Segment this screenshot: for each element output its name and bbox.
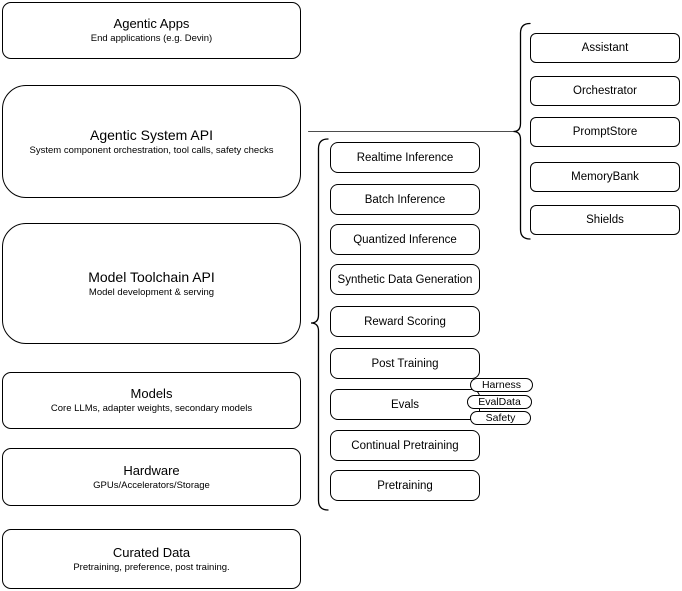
node-memorybank: MemoryBank <box>530 162 680 192</box>
tag-safety: Safety <box>470 411 531 425</box>
node-continual-pretraining: Continual Pretraining <box>330 430 480 461</box>
node-curated-data: Curated Data Pretraining, preference, po… <box>2 529 301 589</box>
middle-brace <box>310 138 329 511</box>
node-assistant: Assistant <box>530 33 680 63</box>
node-title: Curated Data <box>112 544 191 560</box>
node-label: Assistant <box>581 42 629 54</box>
tag-label: Harness <box>481 379 522 391</box>
node-realtime-inference: Realtime Inference <box>330 142 480 173</box>
node-title: Agentic System API <box>90 126 213 143</box>
node-label: Batch Inference <box>364 193 446 206</box>
node-label: Realtime Inference <box>356 151 454 164</box>
node-subtitle: Model development & serving <box>88 286 215 298</box>
node-post-training: Post Training <box>330 348 480 379</box>
node-batch-inference: Batch Inference <box>330 184 480 215</box>
node-promptstore: PromptStore <box>530 117 680 147</box>
node-label: Quantized Inference <box>353 233 457 246</box>
node-pretraining: Pretraining <box>330 470 480 501</box>
node-label: MemoryBank <box>571 171 639 183</box>
node-title: Models <box>130 386 173 401</box>
right-brace <box>513 22 531 240</box>
node-evals: Evals <box>330 389 480 420</box>
node-subtitle: Core LLMs, adapter weights, secondary mo… <box>50 403 253 414</box>
tag-evaldata: EvalData <box>467 395 532 409</box>
node-models: Models Core LLMs, adapter weights, secon… <box>2 372 301 429</box>
node-label: Synthetic Data Generation <box>337 273 473 286</box>
node-label: Shields <box>586 214 624 226</box>
node-label: Continual Pretraining <box>351 439 459 452</box>
tag-harness: Harness <box>470 378 533 392</box>
node-reward-scoring: Reward Scoring <box>330 306 480 337</box>
node-synthetic-data-generation: Synthetic Data Generation <box>330 264 480 295</box>
node-label: Post Training <box>371 357 439 370</box>
node-label: PromptStore <box>572 126 638 138</box>
node-subtitle: GPUs/Accelerators/Storage <box>93 479 210 491</box>
node-quantized-inference: Quantized Inference <box>330 224 480 255</box>
node-model-toolchain-api: Model Toolchain API Model development & … <box>2 223 301 344</box>
node-subtitle: End applications (e.g. Devin) <box>90 33 213 44</box>
node-label: Evals <box>390 398 420 411</box>
node-title: Model Toolchain API <box>88 268 215 285</box>
node-hardware: Hardware GPUs/Accelerators/Storage <box>2 448 301 506</box>
node-title: Hardware <box>123 462 180 478</box>
node-agentic-system-api: Agentic System API System component orch… <box>2 85 301 198</box>
node-shields: Shields <box>530 205 680 235</box>
node-label: Pretraining <box>377 479 433 492</box>
node-label: Orchestrator <box>573 85 637 97</box>
tag-label: Safety <box>485 412 516 424</box>
node-title: Agentic Apps <box>113 16 190 31</box>
node-subtitle: System component orchestration, tool cal… <box>29 144 274 156</box>
node-label: Reward Scoring <box>364 315 446 328</box>
tag-label: EvalData <box>478 396 521 408</box>
node-subtitle: Pretraining, preference, post training. <box>73 561 230 573</box>
node-agentic-apps: Agentic Apps End applications (e.g. Devi… <box>2 2 301 59</box>
node-orchestrator: Orchestrator <box>530 76 680 106</box>
